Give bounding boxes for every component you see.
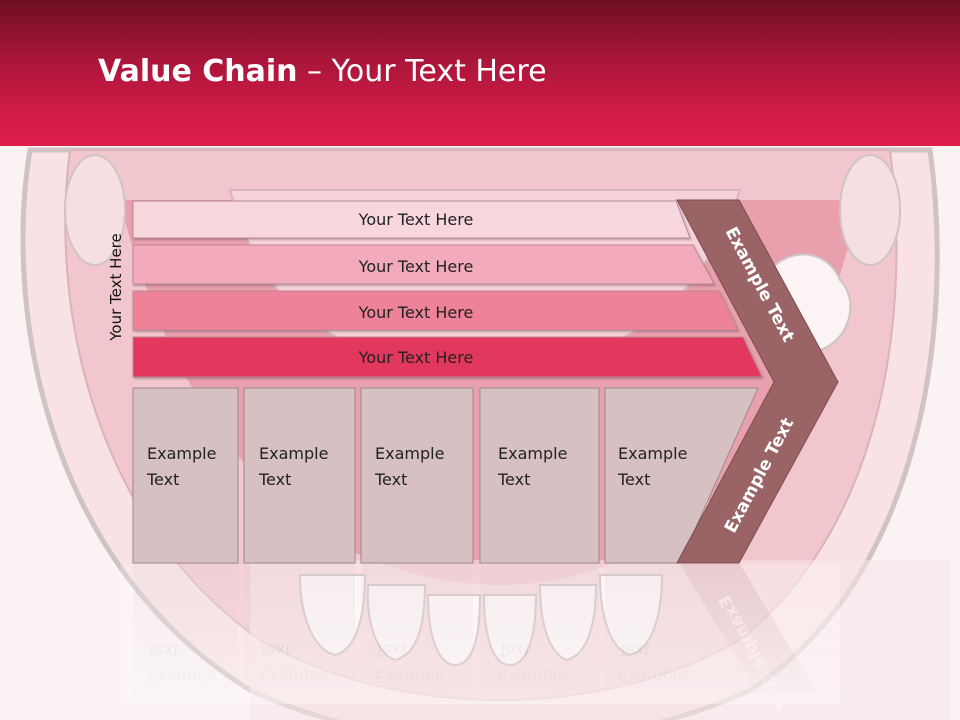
- card-4: Example Text: [479, 387, 600, 564]
- card-5-line1: Example: [618, 444, 687, 463]
- cards-group: Example Text Example Text Example Text E…: [132, 387, 759, 564]
- title-bar: Value Chain – Your Text Here: [0, 0, 960, 146]
- vertical-label: Your Text Here: [107, 233, 125, 341]
- card-5-line2: Text: [617, 470, 650, 489]
- bar-1: [132, 200, 691, 239]
- bar-3-label: Your Text Here: [358, 303, 474, 322]
- bar-3: [132, 290, 739, 331]
- card-1: Example Text: [132, 387, 239, 564]
- card-3: Example Text: [360, 387, 474, 564]
- title-rest: – Your Text Here: [297, 54, 547, 89]
- card-3-line2: Text: [374, 470, 407, 489]
- card-2-line1: Example: [259, 444, 328, 463]
- card-5: Example Text: [604, 387, 759, 564]
- card-2-line2: Text: [258, 470, 291, 489]
- card-3-line1: Example: [375, 444, 444, 463]
- card-4-line2: Text: [497, 470, 530, 489]
- card-1-line1: Example: [147, 444, 216, 463]
- card-2: Example Text: [243, 387, 356, 564]
- bar-2: [132, 244, 715, 285]
- bar-4: [132, 336, 763, 378]
- bar-4-label: Your Text Here: [358, 348, 474, 367]
- title-bold: Value Chain: [98, 54, 298, 89]
- bar-1-label: Your Text Here: [358, 210, 474, 229]
- bars-group: Your Text Here Your Text Here Your Text …: [132, 200, 763, 378]
- card-4-line1: Example: [498, 444, 567, 463]
- slide-title: Value Chain – Your Text Here: [98, 54, 547, 89]
- card-1-line2: Text: [146, 470, 179, 489]
- bar-2-label: Your Text Here: [358, 257, 474, 276]
